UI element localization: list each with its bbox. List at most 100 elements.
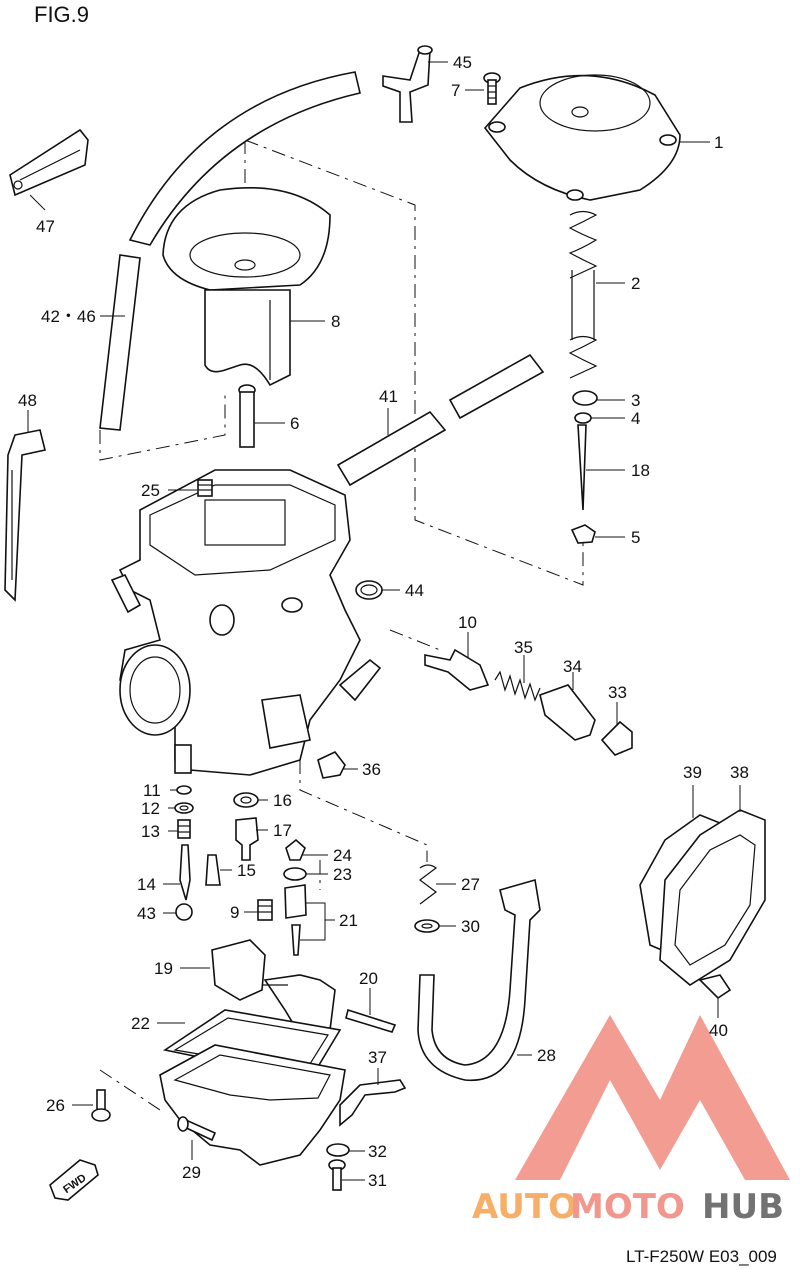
callout-labels: 1 2 3 4 5 6 7 8 9 10 11 12 13 14 15 16 1… (18, 53, 749, 1190)
part-21-valve (284, 884, 307, 956)
callout-20: 20 (359, 969, 378, 988)
part-48-clamp (4, 429, 46, 602)
callout-24: 24 (333, 846, 352, 865)
drawing-code: LT-F250W E03_009 (626, 1247, 777, 1266)
part-30-washer (414, 919, 440, 933)
callout-41: 41 (379, 387, 398, 406)
callout-39: 39 (683, 763, 702, 782)
callout-25: 25 (141, 481, 160, 500)
callout-17: 17 (273, 821, 292, 840)
part-1-carb-top-cap (483, 74, 681, 201)
part-9-screw (257, 899, 273, 921)
part-7-screw (483, 72, 501, 105)
part-37-bracket (339, 1079, 407, 1127)
callout-18: 18 (631, 461, 650, 480)
callout-10: 10 (458, 613, 477, 632)
part-31-screw (328, 1159, 346, 1191)
callout-42-46: 42・46 (41, 307, 96, 326)
callout-11: 11 (143, 781, 161, 800)
part-17-jet (235, 817, 259, 861)
callout-31: 31 (368, 1171, 387, 1190)
part-12-o-ring (174, 802, 194, 814)
callout-48: 48 (18, 391, 37, 410)
callout-34: 34 (563, 657, 582, 676)
callout-43: 43 (137, 904, 156, 923)
figure-title: FIG.9 (34, 2, 89, 27)
callout-1: 1 (714, 133, 723, 152)
part-23-o-ring (283, 867, 307, 881)
part-4-clip (574, 412, 592, 424)
callout-9: 9 (230, 903, 239, 922)
part-44-o-ring (355, 580, 383, 600)
part-8-diaphragm-piston (162, 187, 331, 387)
watermark-text-hub: HUB (702, 1187, 784, 1227)
part-34-starter-nut (539, 684, 596, 741)
part-38-cover (659, 809, 766, 986)
part-24-cap (285, 838, 306, 861)
watermark-logo: AUTO MOTO HUB (472, 1015, 790, 1227)
carburetor-body (110, 469, 382, 776)
part-10-plunger (424, 648, 490, 691)
fwd-arrow-icon: FWD (49, 1159, 99, 1201)
part-6-jet (238, 384, 256, 448)
callout-15: 15 (237, 861, 256, 880)
callout-2: 2 (631, 274, 640, 293)
callout-22: 22 (131, 1014, 150, 1033)
watermark-text-moto: MOTO (570, 1187, 685, 1227)
part-32-washer (326, 1143, 350, 1157)
part-47-clamp (9, 128, 89, 197)
callout-35: 35 (514, 638, 533, 657)
part-40-bolt (698, 974, 732, 1000)
part-45-tee-fitting (382, 45, 433, 123)
part-28-drain-hose (417, 878, 541, 1082)
part-36-cap (317, 751, 346, 779)
callout-23: 23 (333, 865, 352, 884)
part-2-spring (568, 210, 598, 379)
part-20-float-pin (345, 1008, 397, 1033)
part-43-cap (175, 903, 193, 921)
callout-44: 44 (405, 581, 424, 600)
part-14-screw (179, 844, 191, 901)
leader-lines (27, 61, 741, 1181)
part-27-spring (418, 864, 438, 905)
callout-37: 37 (368, 1048, 387, 1067)
callout-27: 27 (461, 875, 480, 894)
callout-32: 32 (368, 1142, 387, 1161)
callout-13: 13 (141, 822, 160, 841)
part-26-screw (91, 1089, 111, 1122)
callout-14: 14 (137, 875, 156, 894)
callout-36: 36 (362, 760, 381, 779)
callout-5: 5 (631, 528, 640, 547)
callout-21: 21 (339, 911, 358, 930)
part-35-spring (494, 670, 541, 702)
callout-8: 8 (331, 312, 340, 331)
part-29-screw (177, 1116, 217, 1142)
callout-7: 7 (451, 81, 460, 100)
part-11-washer (176, 785, 192, 795)
callout-26: 26 (46, 1096, 65, 1115)
callout-33: 33 (608, 683, 627, 702)
part-13-spring (177, 819, 191, 839)
watermark-triangle-icon (515, 1015, 790, 1180)
callout-6: 6 (290, 414, 299, 433)
callout-40: 40 (709, 1021, 728, 1040)
part-5-seat (570, 524, 596, 544)
part-25-pilot-screw (197, 479, 213, 497)
part-15-jet (205, 854, 221, 886)
callout-28: 28 (537, 1046, 556, 1065)
part-41-hose (336, 353, 545, 487)
part-42-46-hose (99, 71, 361, 431)
callout-45: 45 (453, 53, 472, 72)
callout-38: 38 (730, 763, 749, 782)
part-33-cap (600, 720, 633, 756)
part-18-jet-needle (577, 424, 587, 511)
callout-16: 16 (273, 791, 292, 810)
callout-19: 19 (154, 959, 173, 978)
part-19-float (211, 939, 336, 1036)
callout-4: 4 (631, 409, 640, 428)
callout-3: 3 (631, 391, 640, 410)
part-3-washer (572, 390, 598, 406)
callout-12: 12 (141, 799, 160, 818)
